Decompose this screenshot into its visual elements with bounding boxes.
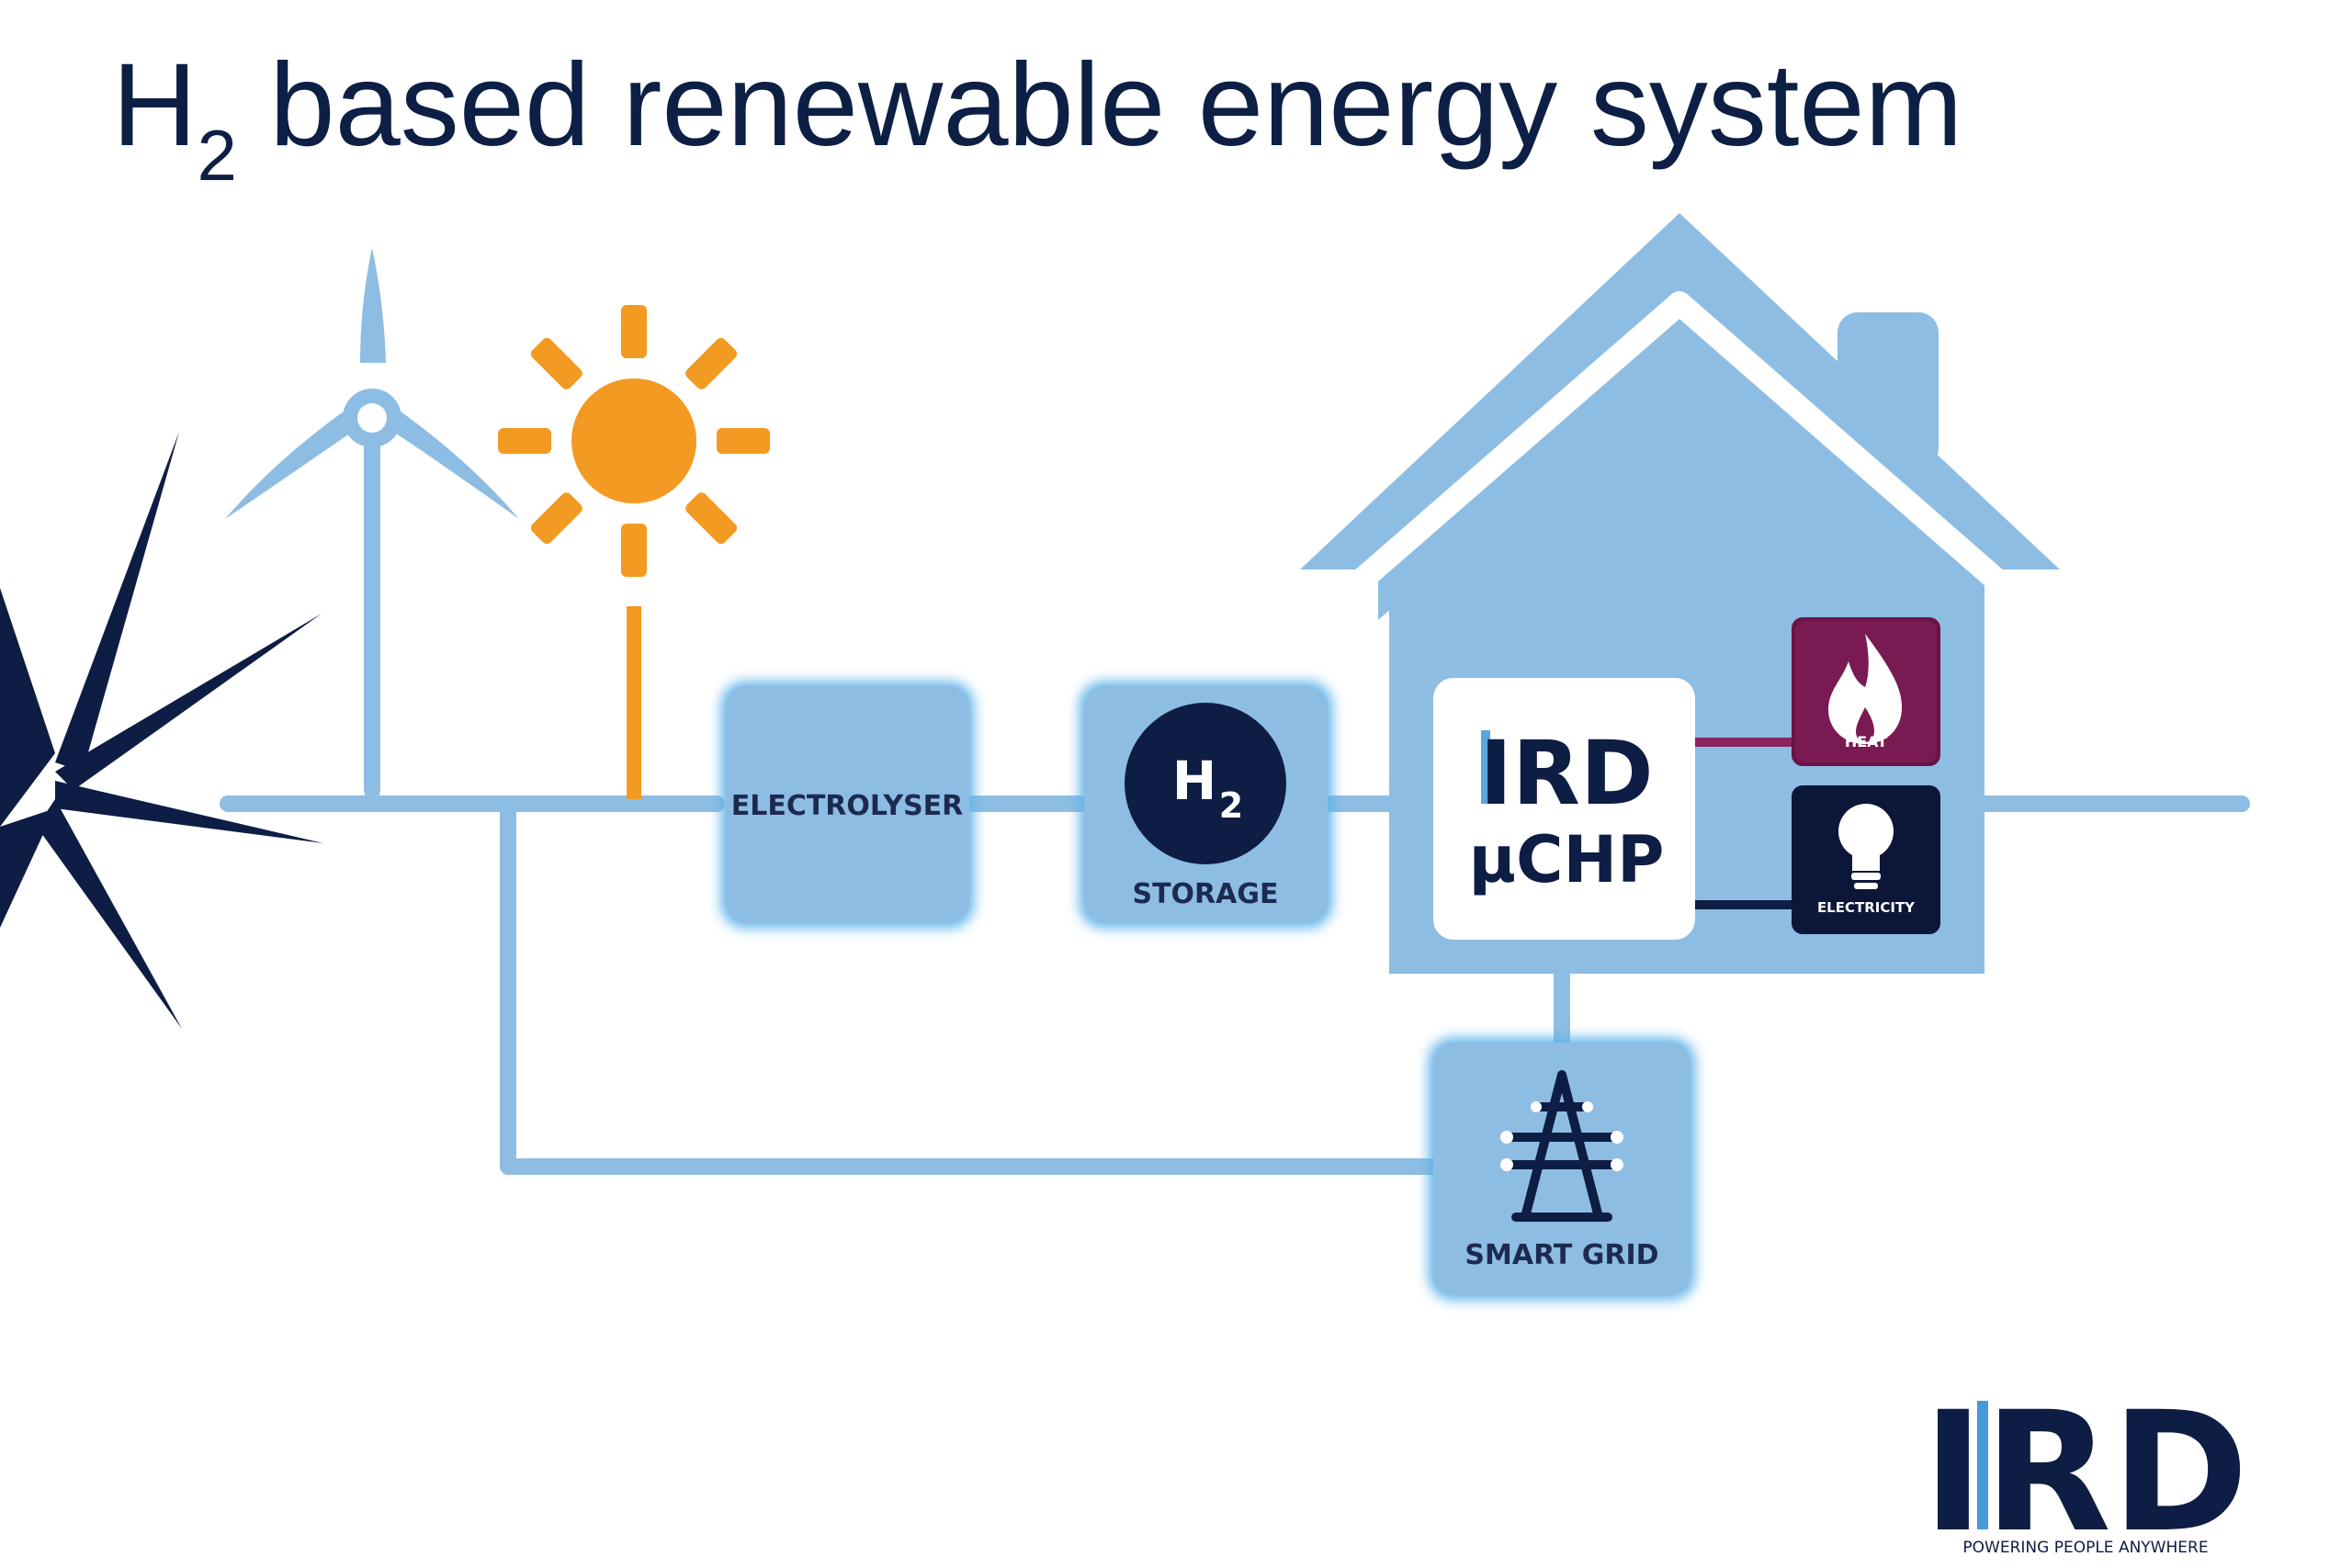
heat-label: HEAT bbox=[1845, 733, 1887, 750]
h2-subscript: 2 bbox=[1219, 785, 1243, 826]
ird-tagline: POWERING PEOPLE ANYWHERE bbox=[1962, 1539, 2208, 1557]
flame-icon bbox=[1828, 634, 1902, 744]
storage-label: STORAGE bbox=[1132, 878, 1278, 910]
power-pylon-icon bbox=[1502, 1070, 1622, 1222]
starburst-icon bbox=[0, 432, 323, 1029]
h2-symbol: H bbox=[1172, 750, 1217, 812]
uchp-box: IRD µCHP bbox=[1433, 678, 1695, 940]
smart-grid-box: SMART GRID bbox=[1429, 1038, 1695, 1300]
ird-logo-text: IRD bbox=[1923, 1377, 2249, 1568]
electrolyser-box: ELECTROLYSER bbox=[721, 682, 974, 928]
wind-turbine-icon bbox=[225, 248, 519, 804]
smart-grid-label: SMART GRID bbox=[1464, 1239, 1658, 1271]
uchp-ird-logo: IRD bbox=[1479, 722, 1653, 825]
uchp-label: µCHP bbox=[1469, 822, 1665, 897]
h2-circle-icon bbox=[1125, 703, 1286, 864]
page-title: H2 based renewable energy system bbox=[112, 39, 1963, 196]
electricity-label: ELECTRICITY bbox=[1817, 899, 1916, 916]
sun-icon bbox=[498, 305, 770, 799]
electrolyser-label: ELECTROLYSER bbox=[731, 790, 964, 822]
electricity-tile: ELECTRICITY bbox=[1792, 785, 1940, 934]
heat-tile: HEAT bbox=[1792, 617, 1940, 766]
h2-storage-box: H 2 STORAGE bbox=[1080, 682, 1332, 928]
ird-logo: IRD POWERING PEOPLE ANYWHERE bbox=[1923, 1377, 2249, 1568]
lightbulb-icon bbox=[1838, 804, 1894, 889]
